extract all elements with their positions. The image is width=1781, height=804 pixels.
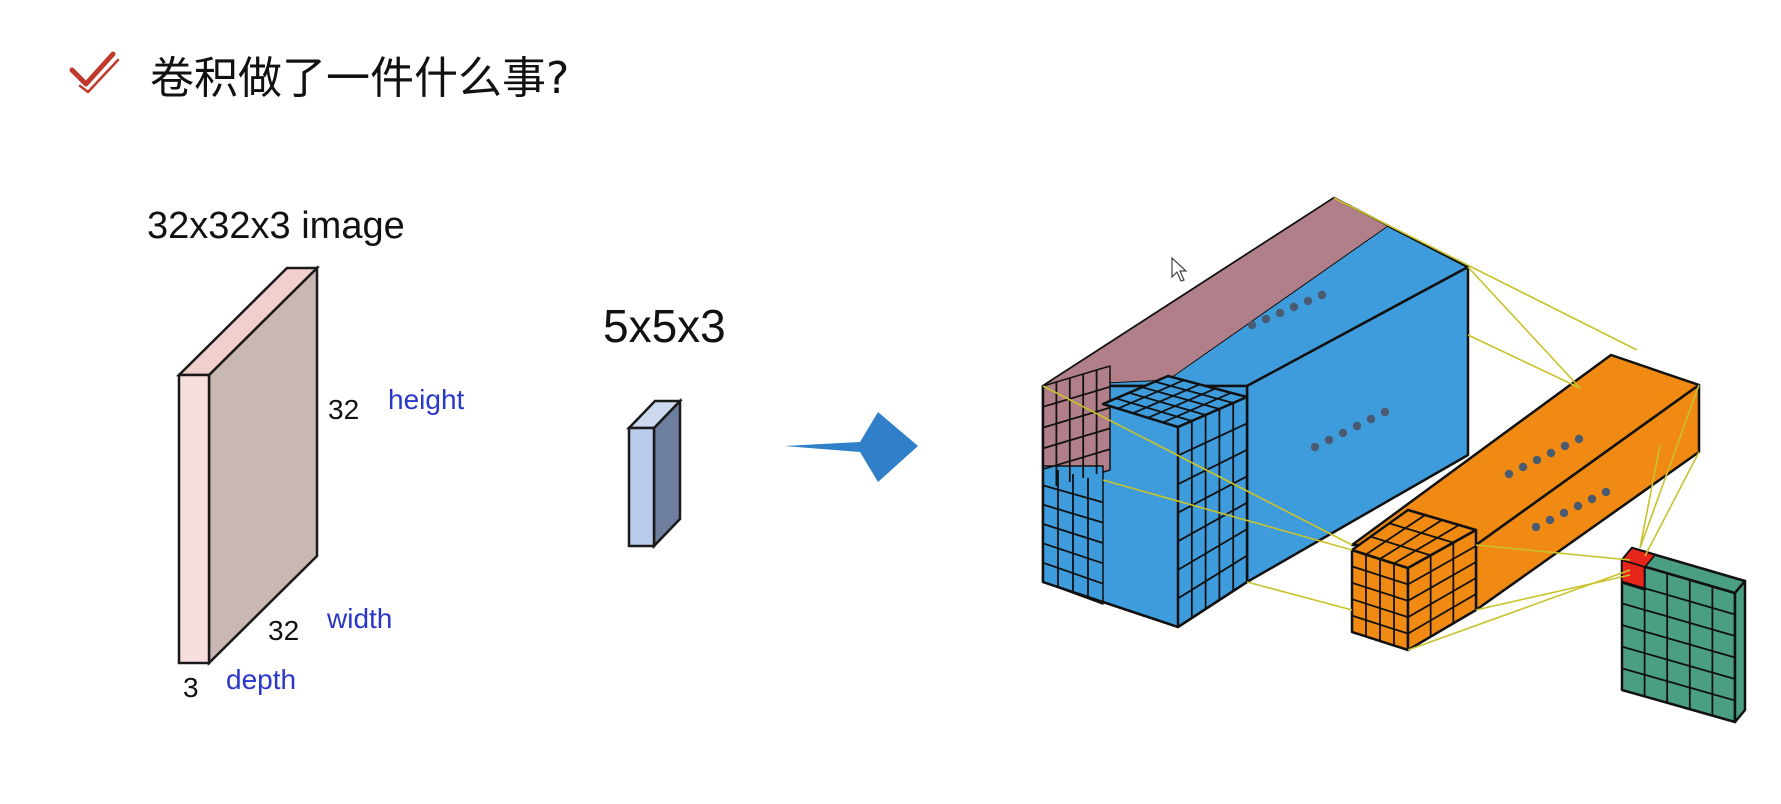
height-label: height [388, 384, 465, 415]
input-volume-dots-side-dot [1353, 422, 1361, 430]
slide-title: 卷积做了一件什么事? [150, 53, 569, 104]
output-map-side [1735, 581, 1745, 722]
feature-volume-dots-top-dot [1519, 463, 1527, 471]
feature-volume-dots-top-dot [1547, 449, 1555, 457]
input-volume-dots-top-dot [1304, 297, 1312, 305]
input-volume-dots-side-dot [1325, 436, 1333, 444]
input-volume-dots-side-dot [1311, 443, 1319, 451]
output-map [1622, 548, 1745, 722]
input-image-caption: 32x32x3 image [147, 205, 405, 247]
height-value: 32 [328, 394, 359, 425]
depth-value: 3 [183, 672, 199, 703]
feature-volume-dots-side-dot [1602, 488, 1610, 496]
input-volume-dots-top-dot [1248, 321, 1256, 329]
connector-line [1468, 267, 1580, 388]
connector-line [1247, 582, 1352, 610]
convolution-diagram [1043, 198, 1745, 722]
feature-volume-dots-side-dot [1546, 516, 1554, 524]
feature-volume-dots-top-dot [1533, 456, 1541, 464]
input-volume-dots-side-dot [1381, 408, 1389, 416]
feature-volume-dots-side-dot [1588, 495, 1596, 503]
feature-volume-dots-side-dot [1560, 509, 1568, 517]
feature-volume-dots-side-dot [1532, 523, 1540, 531]
depth-label: depth [226, 664, 296, 695]
width-value: 32 [268, 615, 299, 646]
feature-volume-dots-top-dot [1575, 435, 1583, 443]
input-volume-dots-side-dot [1339, 429, 1347, 437]
filter-caption: 5x5x3 [603, 300, 726, 352]
input-image-volume [179, 268, 317, 663]
input-volume-dots-top-dot [1276, 309, 1284, 317]
mouse-cursor-icon [1172, 258, 1186, 281]
input-volume-dots-top-dot [1318, 291, 1326, 299]
connector-line [1468, 335, 1580, 388]
input-volume-dots-top-dot [1290, 303, 1298, 311]
checkmark-icon [72, 54, 118, 92]
width-label: width [326, 603, 392, 634]
right-arrow-icon [784, 412, 918, 482]
input-volume-dots-top-dot [1262, 315, 1270, 323]
feature-volume-dots-side-dot [1574, 502, 1582, 510]
input-volume-dots-side-dot [1367, 415, 1375, 423]
feature-volume-dots-top-dot [1561, 442, 1569, 450]
filter-volume [629, 401, 680, 546]
feature-volume-dots-top-dot [1505, 470, 1513, 478]
